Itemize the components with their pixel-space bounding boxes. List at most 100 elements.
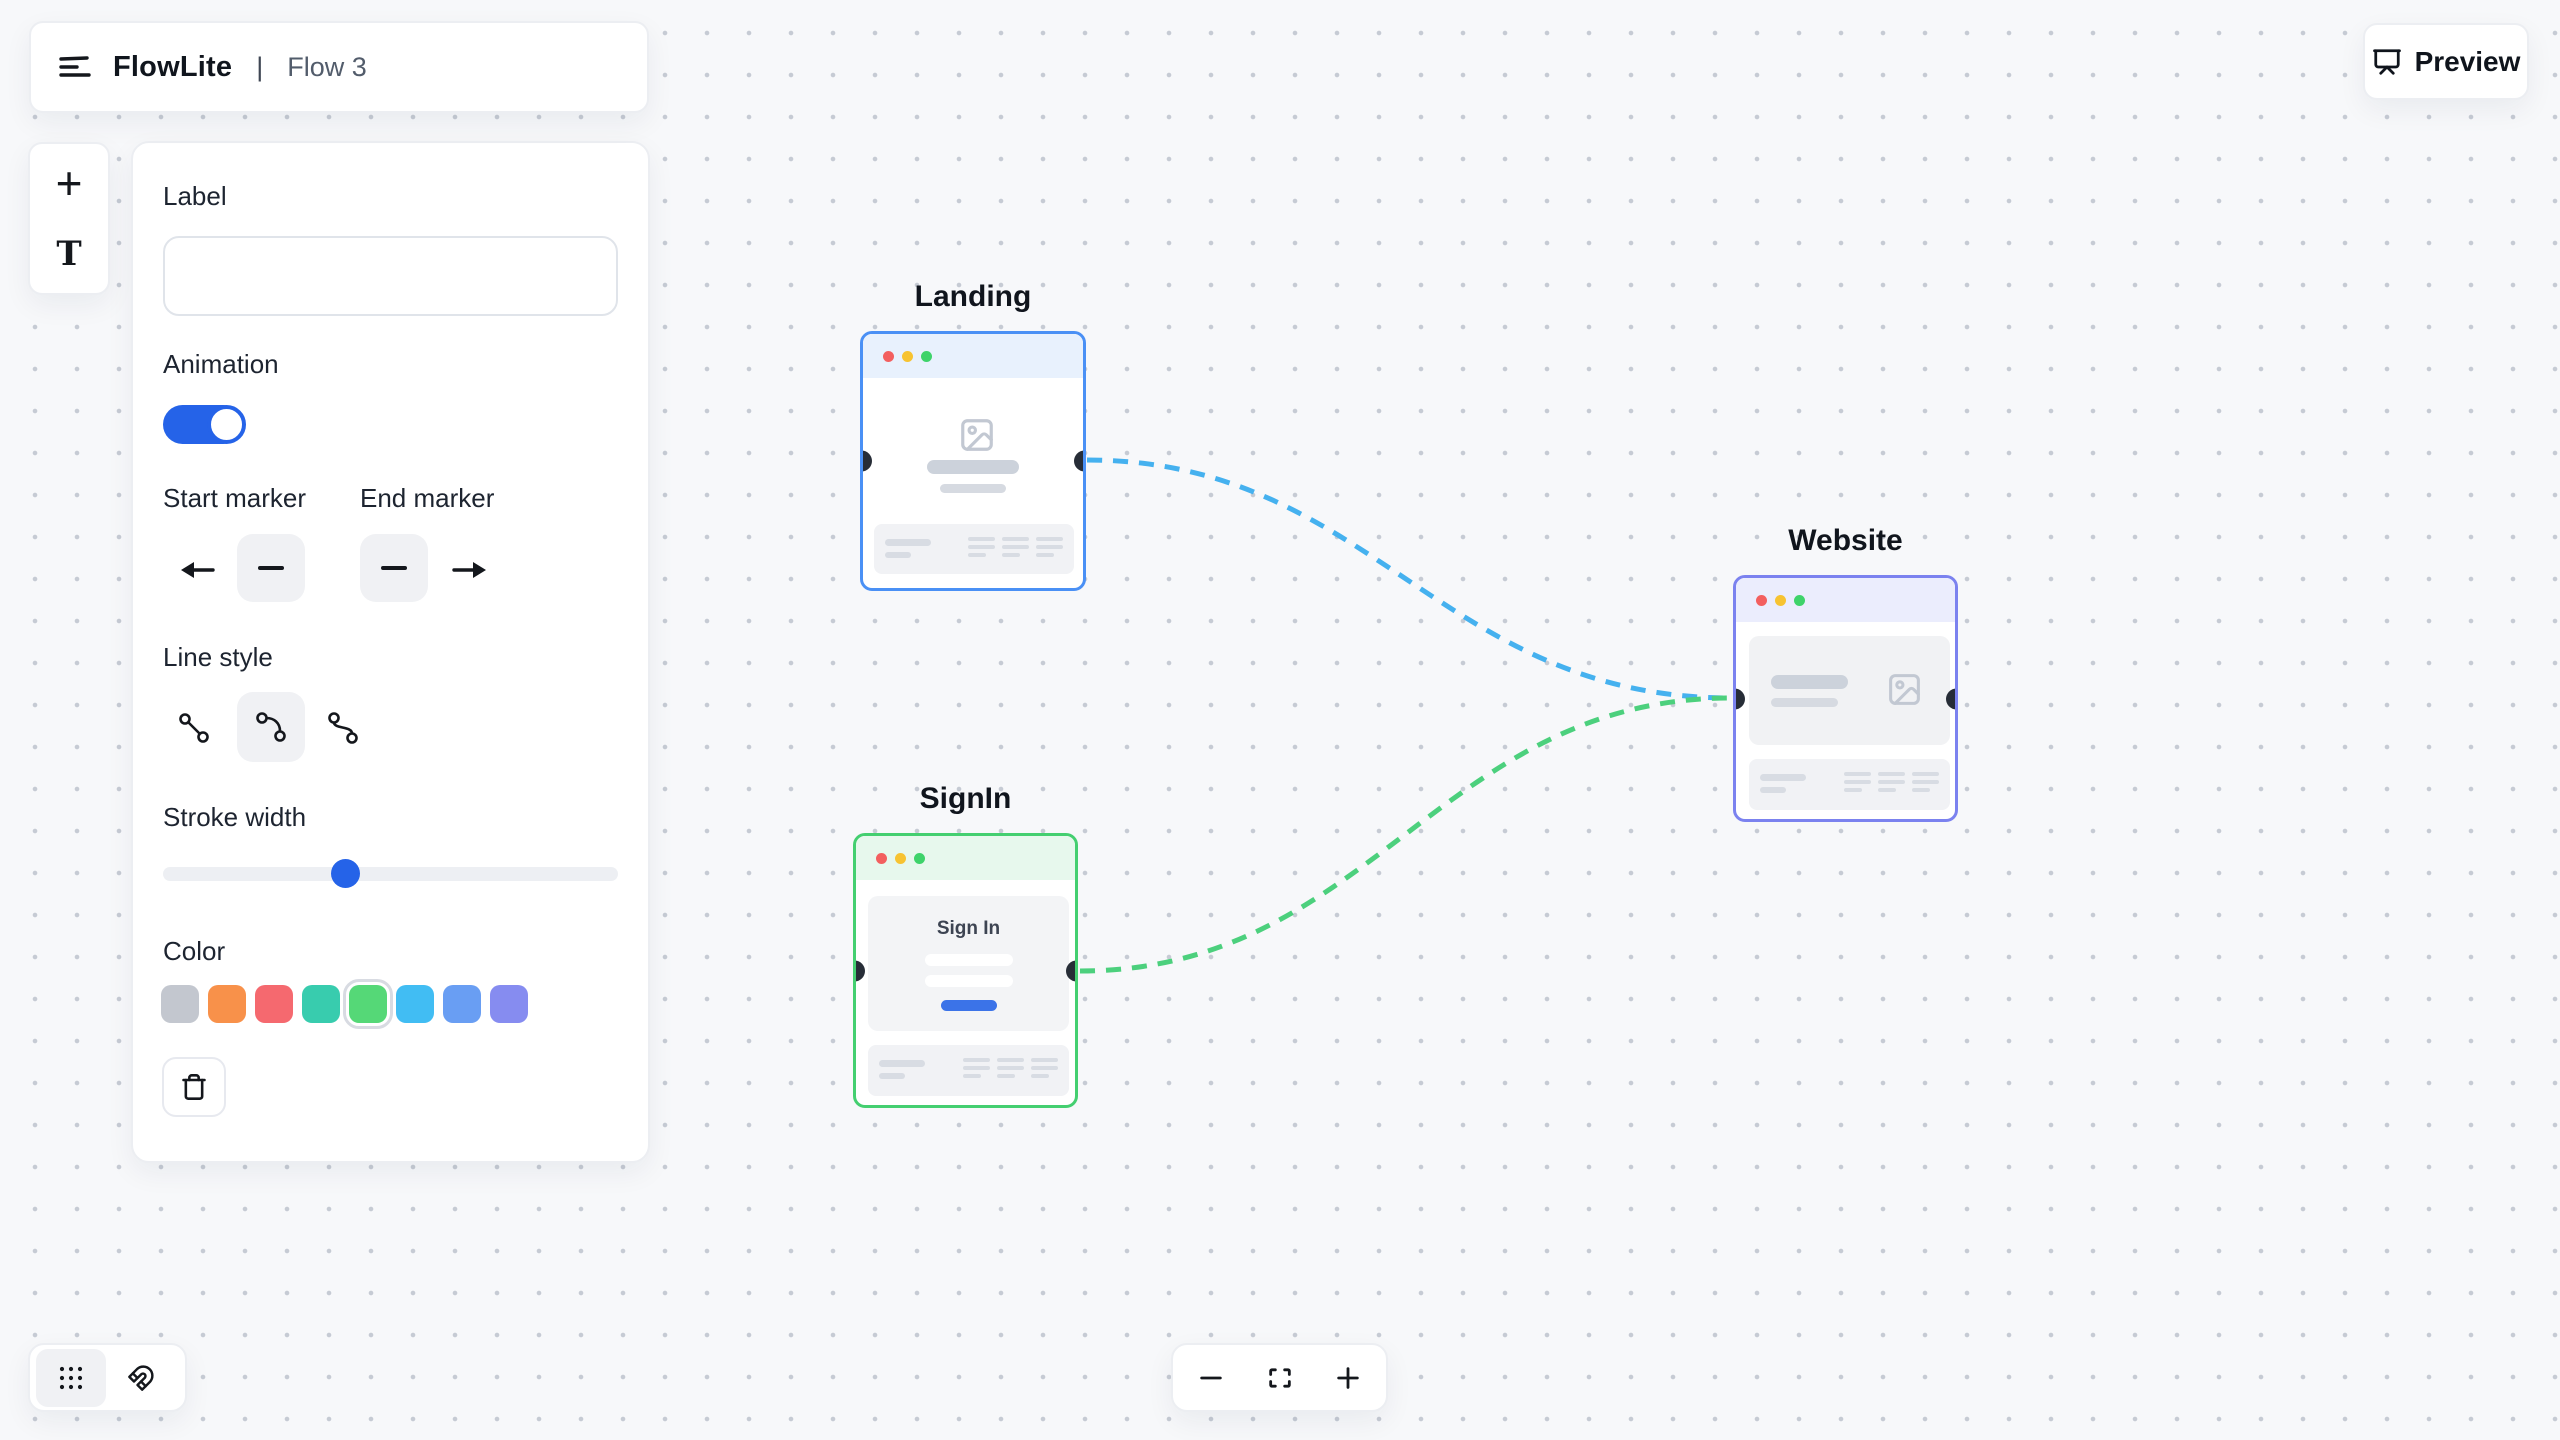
signin-form-card: Sign In (868, 896, 1069, 1031)
skeleton-bar (1760, 787, 1786, 793)
start-marker-arrow-option[interactable] (170, 542, 226, 598)
stroke-width-thumb[interactable] (331, 859, 360, 888)
window-dot-yellow (1775, 594, 1786, 606)
start-marker-none-option[interactable] (237, 534, 305, 602)
node-toolbar: + T (28, 142, 110, 295)
skeleton-bar (879, 1060, 925, 1067)
node-handle-right[interactable] (1066, 960, 1075, 981)
line-style-straight-option[interactable] (166, 700, 222, 756)
skeleton-bar (879, 1073, 905, 1079)
preview-button[interactable]: Preview (2363, 23, 2529, 100)
arrow-left-icon (181, 562, 215, 578)
image-placeholder-icon (961, 419, 993, 451)
node-handle-right[interactable] (1074, 450, 1083, 472)
image-placeholder-icon (1889, 674, 1920, 705)
flow-name[interactable]: Flow 3 (287, 51, 367, 82)
skeleton-bar (1760, 774, 1806, 781)
skeleton-column (963, 1058, 990, 1078)
skeleton-button (940, 1000, 997, 1011)
skeleton-footer (874, 524, 1074, 574)
node-landing-box[interactable] (860, 331, 1086, 591)
trash-icon (182, 1074, 206, 1100)
header-divider: | (256, 51, 264, 82)
stroke-width-slider[interactable] (163, 859, 618, 888)
skeleton-bar (940, 484, 1006, 493)
color-swatch[interactable] (396, 985, 434, 1023)
edge-signin-website[interactable] (1079, 695, 1732, 974)
color-swatch[interactable] (208, 985, 246, 1023)
grid-toggle-button[interactable] (36, 1348, 106, 1407)
menu-lines-icon[interactable] (57, 53, 93, 81)
node-signin[interactable]: SignIn Sign In (853, 782, 1078, 1108)
skeleton-footer (1749, 759, 1950, 810)
color-swatch[interactable] (255, 985, 293, 1023)
node-handle-left[interactable] (856, 960, 865, 981)
color-swatch[interactable] (490, 985, 528, 1023)
skeleton-column (1844, 772, 1871, 792)
window-dot-red (876, 852, 887, 864)
dot-grid-icon (59, 1366, 83, 1389)
node-title-landing: Landing (914, 280, 1032, 313)
skeleton-footer (868, 1045, 1069, 1096)
straight-line-icon (179, 713, 209, 743)
skeleton-hero (1749, 636, 1950, 745)
stroke-width-title: Stroke width (163, 802, 307, 832)
magnet-icon (128, 1364, 154, 1391)
color-swatch[interactable] (443, 985, 481, 1023)
skeleton-column (968, 537, 995, 557)
skeleton-column (1031, 1058, 1058, 1078)
color-section-title: Color (163, 936, 226, 966)
dash-icon (381, 566, 407, 570)
delete-edge-button[interactable] (162, 1057, 226, 1117)
window-header (863, 334, 1083, 378)
snap-toggle-button[interactable] (106, 1349, 176, 1407)
zoom-out-button[interactable] (1181, 1349, 1241, 1407)
skeleton-bar (1771, 675, 1848, 689)
zoom-in-button[interactable] (1318, 1349, 1378, 1407)
line-style-step-option[interactable] (315, 700, 371, 756)
line-style-title: Line style (163, 642, 273, 672)
dash-icon (258, 566, 284, 570)
node-website-box[interactable] (1733, 575, 1958, 822)
preview-label: Preview (2414, 45, 2521, 77)
label-section-title: Label (163, 181, 227, 211)
color-swatch[interactable] (343, 979, 393, 1029)
skeleton-column (1002, 537, 1029, 557)
plus-icon: + (55, 157, 83, 209)
end-marker-arrow-option[interactable] (441, 542, 497, 598)
canvas-options-toolbar (28, 1343, 187, 1412)
edge-label-input[interactable] (163, 236, 618, 316)
line-style-curve-option[interactable] (237, 692, 305, 762)
node-handle-right[interactable] (1946, 688, 1955, 709)
skeleton-input (924, 954, 1013, 966)
skeleton-column (1878, 772, 1905, 792)
window-dot-red (1756, 594, 1767, 606)
node-signin-box[interactable]: Sign In (853, 833, 1078, 1108)
window-dot-green (914, 852, 925, 864)
node-website[interactable]: Website (1733, 524, 1958, 822)
color-swatch[interactable] (302, 985, 340, 1023)
add-text-button[interactable]: T (34, 222, 104, 286)
fit-view-button[interactable] (1250, 1349, 1310, 1407)
animation-toggle[interactable] (163, 405, 246, 444)
window-header (856, 836, 1075, 880)
add-node-button[interactable]: + (34, 151, 104, 215)
node-landing[interactable]: Landing (860, 280, 1086, 591)
skeleton-bar (885, 552, 911, 558)
node-handle-left[interactable] (1736, 688, 1745, 709)
signin-card-title: Sign In (936, 918, 1001, 939)
fit-view-icon (1268, 1367, 1291, 1388)
skeleton-input (924, 975, 1013, 987)
plus-icon (1337, 1366, 1359, 1389)
end-marker-none-option[interactable] (360, 534, 428, 602)
color-swatch[interactable] (161, 985, 199, 1023)
arrow-right-icon (452, 562, 486, 578)
curve-line-icon (256, 712, 286, 742)
window-dot-yellow (895, 852, 906, 864)
node-handle-left[interactable] (863, 450, 872, 472)
presentation-icon (2372, 48, 2401, 75)
toggle-knob (207, 405, 246, 444)
edge-landing-website[interactable] (1086, 457, 1732, 701)
